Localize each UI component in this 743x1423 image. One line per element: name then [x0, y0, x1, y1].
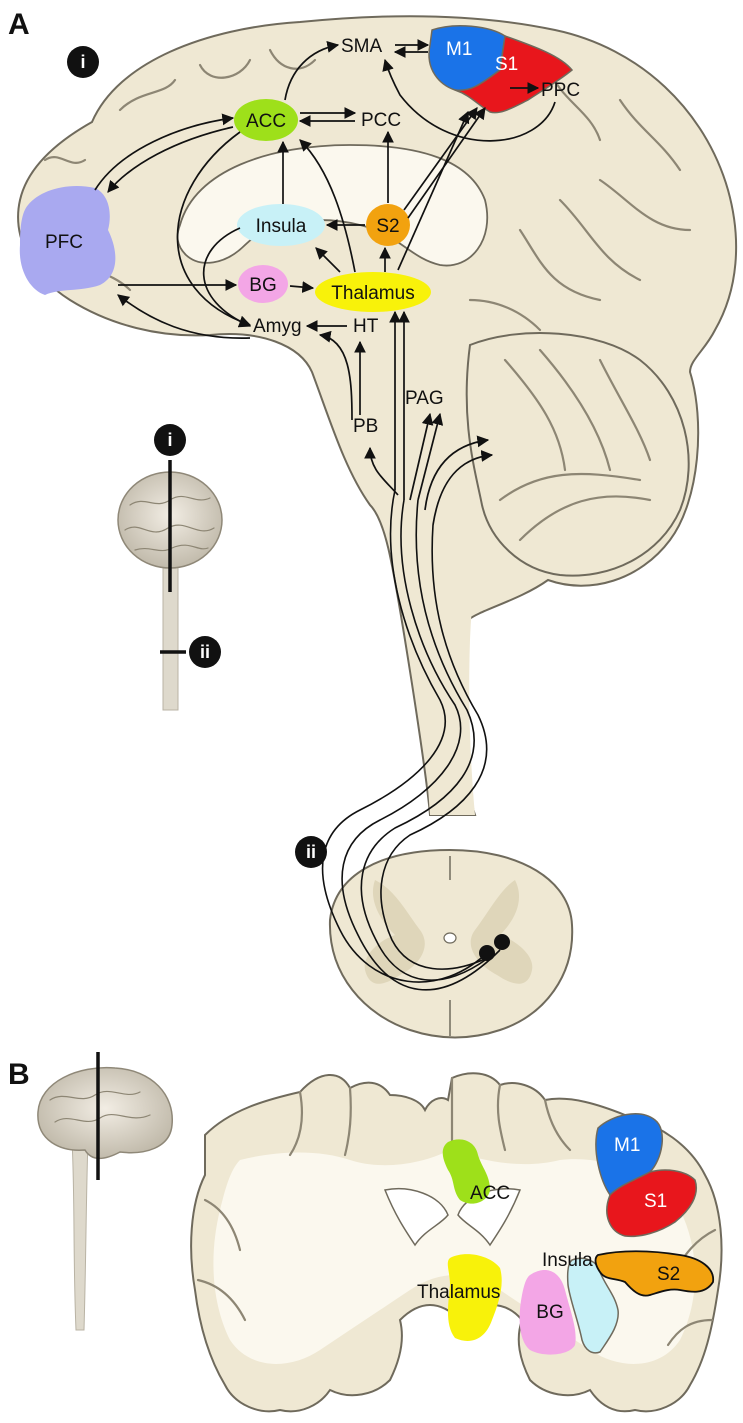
label-pfc: PFC [45, 232, 83, 253]
label-s2-a: S2 [376, 216, 399, 237]
label-s2-b: S2 [657, 1264, 680, 1285]
label-amyg: Amyg [253, 316, 302, 337]
label-pb: PB [353, 416, 378, 437]
label-insula-a: Insula [256, 216, 307, 237]
label-thalamus-b: Thalamus [417, 1282, 500, 1303]
svg-text:ii: ii [306, 842, 316, 862]
dorsal-horn-neuron-1 [479, 945, 495, 961]
front-view-brain-icon [118, 460, 222, 710]
badge-i-icon: i [154, 424, 186, 456]
label-m1-b: M1 [614, 1135, 640, 1156]
panel-a-letter: A [8, 8, 30, 41]
label-ppc: PPC [541, 80, 580, 101]
badge-ii-icon: ii [189, 636, 221, 668]
panel-b-letter: B [8, 1058, 30, 1091]
label-m1-a: M1 [446, 39, 472, 60]
label-thalamus-a: Thalamus [331, 283, 414, 304]
label-s1-b: S1 [644, 1191, 667, 1212]
label-sma: SMA [341, 36, 383, 57]
label-s1-a: S1 [495, 54, 518, 75]
label-ht: HT [353, 316, 379, 337]
label-pag: PAG [405, 388, 444, 409]
label-insula-b: Insula [542, 1250, 593, 1271]
side-view-brain-icon [38, 1052, 172, 1330]
svg-text:i: i [167, 430, 172, 450]
label-pcc: PCC [361, 110, 401, 131]
svg-text:i: i [80, 52, 85, 72]
badge-i-main: i [67, 46, 99, 78]
label-acc-b: ACC [470, 1183, 510, 1204]
svg-text:ii: ii [200, 642, 210, 662]
dorsal-horn-neuron-2 [494, 934, 510, 950]
label-bg-b: BG [536, 1302, 563, 1323]
label-acc-a: ACC [246, 111, 286, 132]
label-bg-a: BG [249, 275, 276, 296]
